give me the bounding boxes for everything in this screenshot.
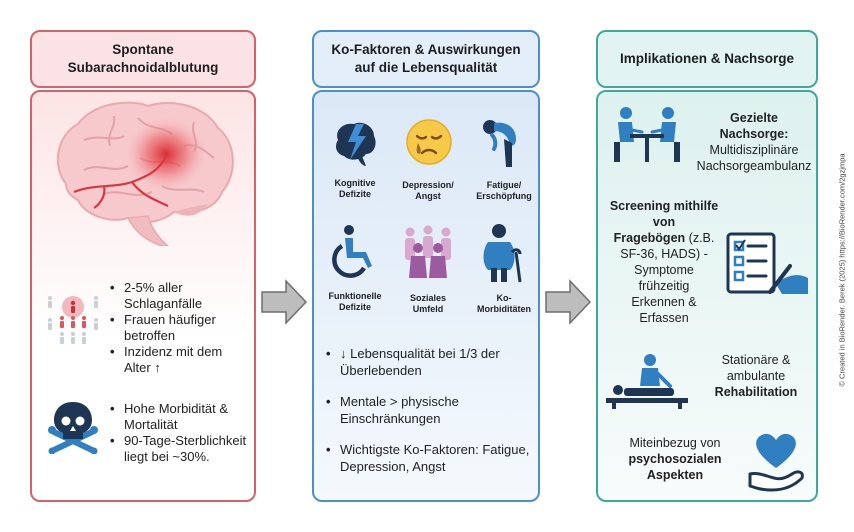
icon-label: Funktionelle Defizite bbox=[328, 291, 382, 312]
text: Stationäre & ambulante bbox=[721, 353, 791, 383]
text: Multidisziplinäre Nachsorgeambulanz bbox=[696, 143, 812, 173]
list-item: Wichtigste Ko-Faktoren: Fatigue, Depress… bbox=[326, 441, 532, 475]
bold-text: Fragebögen bbox=[613, 231, 686, 245]
column-header-implications: Implikationen & Nachsorge bbox=[596, 30, 818, 88]
bold-text: Gezielte Nachsorge: bbox=[719, 111, 789, 141]
header-line: Ko-Faktoren & Auswirkungen bbox=[331, 42, 521, 57]
sah-outcome-list: Hohe Morbidität & Mortalität 90-Tage-Ste… bbox=[110, 401, 250, 465]
sah-epidemiology-list: 2-5% aller Schlaganfälle Frauen häufiger… bbox=[110, 280, 250, 376]
skull-crossbones-icon bbox=[48, 402, 98, 454]
list-item: Frauen häufiger betroffen bbox=[110, 312, 250, 344]
list-item: Mentale > physische Einschränkungen bbox=[326, 393, 532, 427]
header-line: Implikationen & Nachsorge bbox=[619, 51, 795, 66]
questionnaire-icon bbox=[726, 232, 808, 294]
followup-care-text: Gezielte Nachsorge: Multidisziplinäre Na… bbox=[692, 110, 816, 174]
brain-bleed-icon bbox=[57, 101, 234, 246]
header-line: auf die Lebensqualität bbox=[354, 60, 498, 75]
rehabilitation-icon bbox=[606, 354, 688, 409]
population-icon bbox=[48, 296, 98, 344]
list-item: ↓ Lebensqualität bei 1/3 der Überlebende… bbox=[326, 345, 532, 379]
icon-label: Depression/ Angst bbox=[402, 180, 454, 201]
people-group-icon bbox=[405, 225, 451, 278]
list-item: 90-Tage-Sterblichkeit liegt bei ~30%. bbox=[110, 433, 250, 465]
header-line: Spontane bbox=[112, 42, 174, 57]
text: Symptome frühzeitig Erkennen & Erfassen bbox=[631, 263, 697, 325]
list-item: 2-5% aller Schlaganfälle bbox=[110, 280, 250, 312]
elderly-person-icon bbox=[483, 224, 522, 283]
arrow-right-icon bbox=[261, 279, 308, 325]
cofactor-findings-list: ↓ Lebensqualität bei 1/3 der Überlebende… bbox=[326, 345, 532, 475]
text: (z.B. SF-36, HADS) - bbox=[620, 231, 715, 261]
list-item: Inzidenz mit dem Alter ↑ bbox=[110, 344, 250, 376]
sad-face-icon bbox=[406, 119, 452, 165]
arrow-right-icon bbox=[545, 279, 592, 325]
screening-text: Screening mithilfe von Fragebögen (z.B. … bbox=[608, 198, 720, 326]
icon-label: Fatigue/ Erschöpfung bbox=[476, 180, 532, 201]
brain-lightning-icon bbox=[336, 122, 376, 166]
bold-text: Screening mithilfe von bbox=[609, 199, 719, 229]
exhausted-person-icon bbox=[483, 120, 516, 167]
copyright-credit: © Created in BioRender. Berek (2025) htt… bbox=[837, 153, 847, 387]
heart-hand-icon bbox=[748, 433, 804, 492]
psychosocial-text: Miteinbezug von psychosozialen Aspekten bbox=[610, 435, 740, 483]
column-body-implications bbox=[596, 90, 818, 502]
bold-text: psychosozialen Aspekten bbox=[628, 452, 722, 482]
list-item: Hohe Morbidität & Mortalität bbox=[110, 401, 250, 433]
icon-label: Kognitive Defizite bbox=[334, 178, 376, 199]
rehabilitation-text: Stationäre & ambulante Rehabilitation bbox=[698, 352, 814, 400]
text: Miteinbezug von bbox=[629, 436, 721, 450]
wheelchair-icon bbox=[332, 225, 372, 278]
icon-label: Ko-Morbiditäten bbox=[477, 293, 531, 314]
header-line: Subarachnoidalblutung bbox=[67, 60, 219, 75]
consultation-icon bbox=[614, 107, 680, 162]
column-header-cofactors: Ko-Faktoren & Auswirkungen auf die Lebens… bbox=[312, 30, 540, 88]
icon-label: Soziales Umfeld bbox=[409, 293, 447, 314]
bold-text: Rehabilitation bbox=[714, 385, 798, 399]
